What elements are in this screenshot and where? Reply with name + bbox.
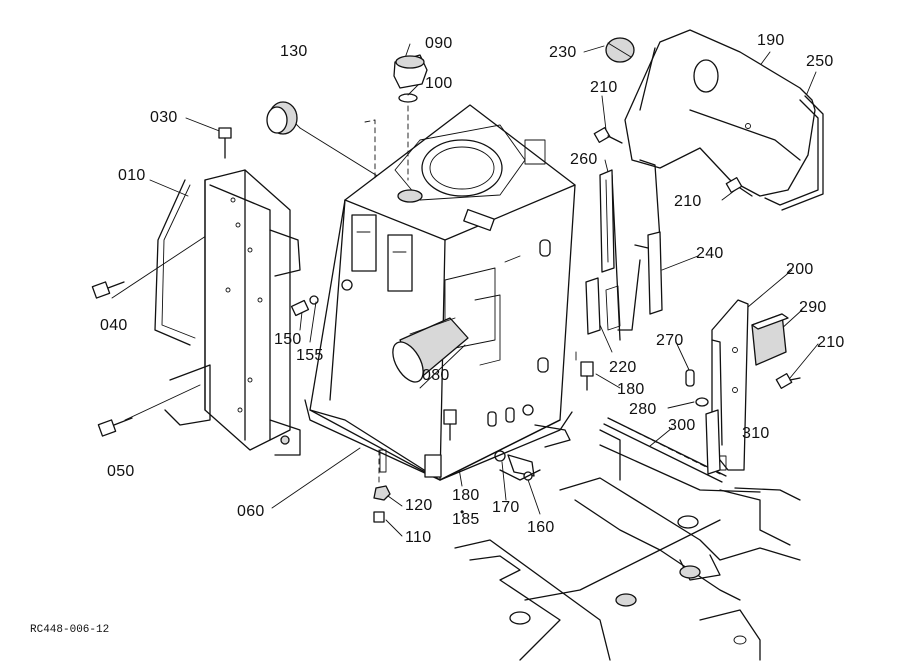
- bolt-050: [97, 417, 133, 437]
- label-040: 040: [100, 317, 128, 334]
- label-155: 155: [296, 347, 324, 364]
- label-210-a: 210: [590, 79, 618, 96]
- label-230: 230: [549, 44, 577, 61]
- label-200: 200: [786, 261, 814, 278]
- label-160: 160: [527, 519, 555, 536]
- label-080: 080: [422, 367, 450, 384]
- label-100: 100: [425, 75, 453, 92]
- cap-230: [605, 37, 635, 63]
- grommet-130: [266, 101, 298, 135]
- fitting-150: [290, 295, 319, 317]
- label-210-b: 210: [674, 193, 702, 210]
- bolt-210-c: [775, 373, 801, 389]
- label-240: 240: [696, 245, 724, 262]
- label-210-c: 210: [817, 334, 845, 351]
- label-290: 290: [799, 299, 827, 316]
- support-190: [611, 29, 816, 341]
- drain-cock-160: [507, 454, 535, 481]
- chassis-frame: [454, 429, 801, 661]
- label-220: 220: [609, 359, 637, 376]
- label-dot: •: [460, 505, 465, 519]
- label-060: 060: [237, 503, 265, 520]
- strainer-080: [392, 317, 469, 389]
- washer-120: [373, 485, 391, 501]
- rod-300: [603, 417, 727, 483]
- bolt-110: [373, 449, 385, 523]
- label-310: 310: [742, 425, 770, 442]
- label-110: 110: [405, 529, 432, 546]
- label-260: 260: [570, 151, 598, 168]
- bolt-040: [91, 281, 125, 299]
- o-ring-100: [398, 93, 418, 181]
- spacer-270: [685, 369, 695, 387]
- label-130: 130: [280, 43, 308, 60]
- reference-code: RC448-006-12: [30, 624, 110, 636]
- filler-cap-090: [393, 54, 428, 89]
- plate-240: [647, 231, 663, 315]
- tank-housing-060: [304, 104, 576, 481]
- label-250: 250: [806, 53, 834, 70]
- washer-170: [494, 450, 506, 462]
- label-180-lower: 180: [452, 487, 480, 504]
- label-030: 030: [150, 109, 178, 126]
- plate-220: [585, 277, 621, 335]
- cushion-290: [751, 313, 789, 366]
- plate-260: [599, 169, 615, 273]
- label-050: 050: [107, 463, 135, 480]
- bolt-180-lower: [443, 409, 457, 441]
- rod-250: [764, 95, 824, 211]
- bolt-030: [218, 127, 232, 159]
- bolt-210-a: [593, 127, 623, 144]
- bracket-200: [711, 299, 749, 471]
- label-280: 280: [629, 401, 657, 418]
- label-150: 150: [274, 331, 302, 348]
- bolt-210-b: [725, 177, 753, 197]
- label-090: 090: [425, 35, 453, 52]
- label-170: 170: [492, 499, 520, 516]
- label-270: 270: [656, 332, 684, 349]
- label-010: 010: [118, 167, 146, 184]
- bolt-180-upper: [575, 351, 594, 391]
- label-185: 185: [452, 511, 480, 528]
- label-190: 190: [757, 32, 785, 49]
- left-side-bracket-010: [154, 169, 301, 456]
- label-180-upper: 180: [617, 381, 645, 398]
- stay-310: [705, 409, 721, 475]
- washer-280: [695, 397, 709, 407]
- label-120: 120: [405, 497, 433, 514]
- label-300: 300: [668, 417, 696, 434]
